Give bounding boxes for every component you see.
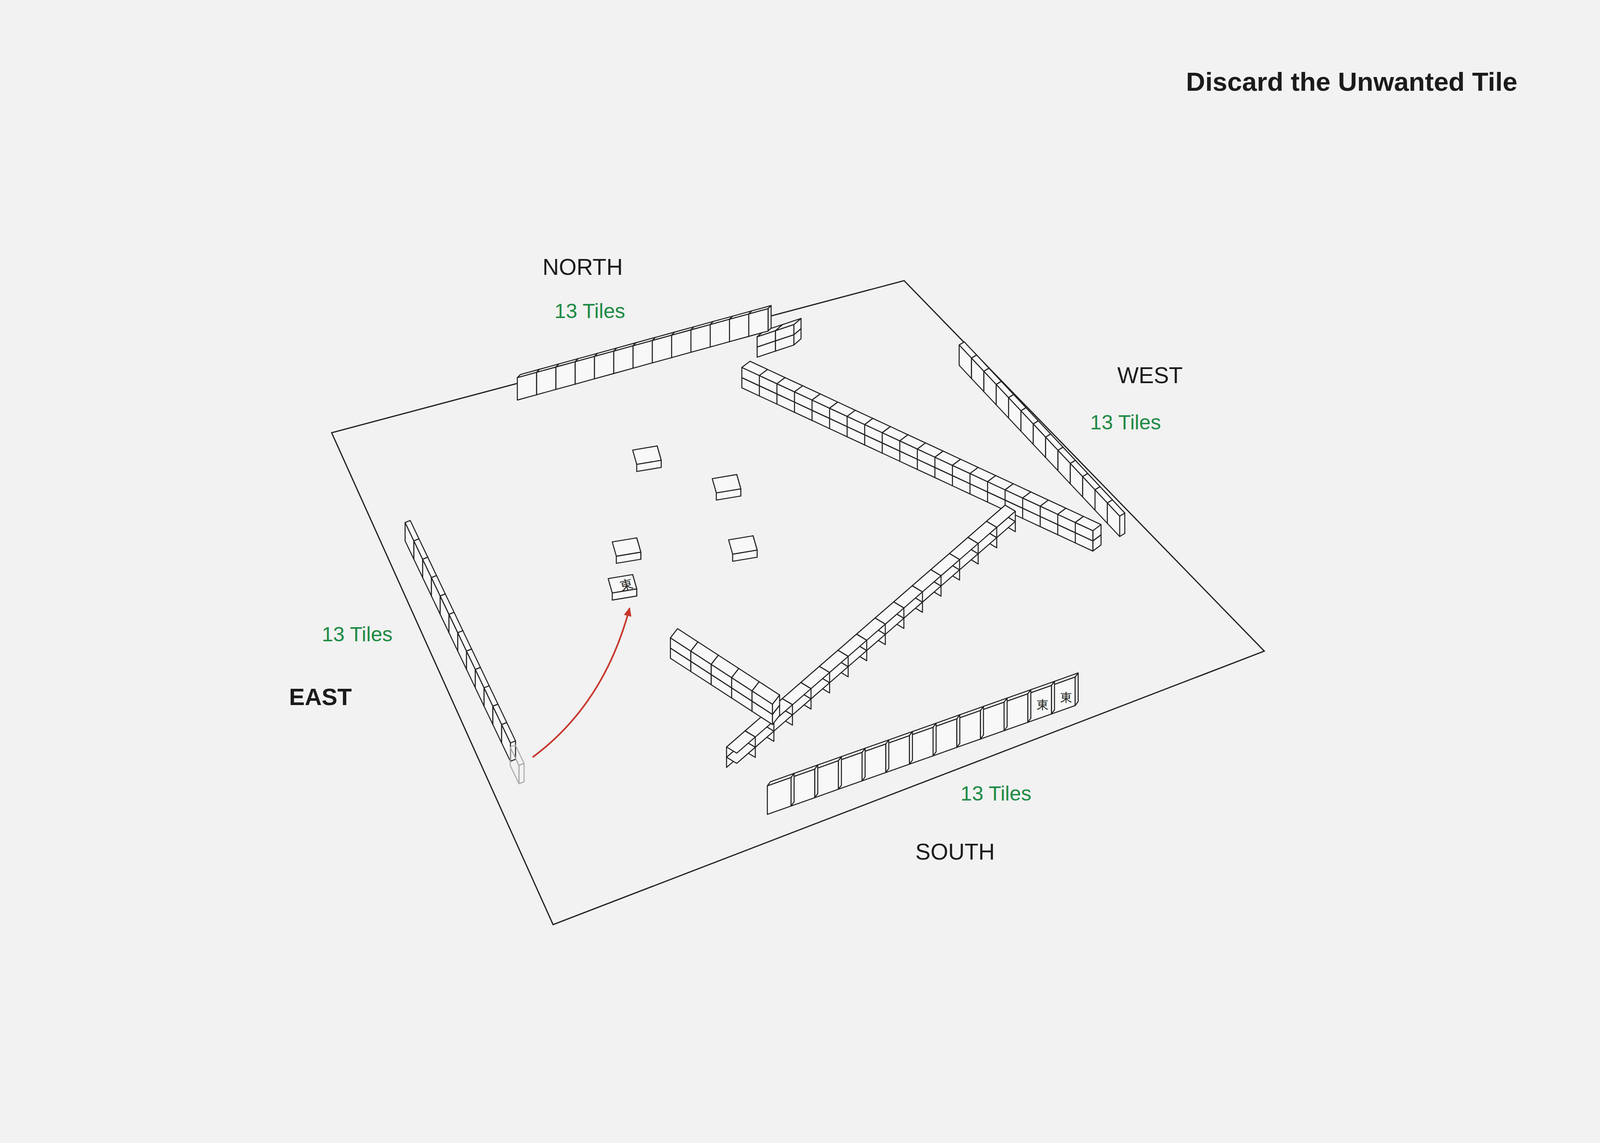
tile-face: [457, 630, 472, 652]
tile-face: [510, 744, 524, 766]
tile-face: [632, 446, 662, 465]
tile-group: [404, 305, 1125, 815]
tile-face: [775, 318, 802, 331]
tile-face: [1058, 447, 1076, 464]
tile-face: [791, 769, 815, 806]
tile-face: [862, 743, 886, 781]
tile-face: [440, 593, 454, 615]
title: Discard the Unwanted Tile: [1186, 67, 1518, 97]
tile-face: [510, 746, 520, 784]
table-outline: [331, 280, 1265, 925]
tile-face: [959, 342, 977, 359]
tile-face: [1027, 685, 1052, 723]
tile-glyph: 東: [618, 576, 635, 594]
tile-face: [838, 752, 863, 789]
tile-face: [1075, 516, 1101, 531]
tile-face: [791, 764, 818, 778]
tile-face: [518, 763, 524, 784]
tile-face: [1107, 499, 1125, 517]
direction-label: EAST: [288, 684, 352, 711]
tile-face: [1070, 460, 1089, 477]
tile-face: [1119, 512, 1125, 537]
tile-glyph: 東: [1060, 691, 1073, 705]
tile-count: 13 Tiles: [960, 782, 1032, 806]
tile-face: [1045, 434, 1064, 451]
tile-face: [728, 535, 758, 555]
tile-face: [996, 381, 1014, 398]
tile-face: [1004, 693, 1028, 731]
discard-arrow: [532, 608, 630, 758]
direction-label: WEST: [1117, 362, 1183, 388]
direction-label: SOUTH: [915, 839, 996, 865]
tile-face: [767, 773, 795, 786]
tile-face: [466, 648, 481, 670]
tile-face: [909, 727, 934, 765]
tile-face: [501, 722, 516, 744]
tile-face: [748, 305, 771, 315]
tile-face: [838, 748, 866, 761]
tile-face: [1082, 473, 1101, 490]
tile-face: [712, 474, 741, 494]
tile-face: [1033, 420, 1051, 438]
direction-label: NORTH: [542, 254, 623, 280]
tile-face: [862, 739, 889, 753]
tile-face: [484, 685, 498, 707]
tile-face: [980, 701, 1004, 739]
tile-glyph: 東: [1036, 698, 1049, 712]
tile-count: 13 Tiles: [1090, 411, 1161, 435]
tile-face: [413, 538, 428, 560]
tile-face: [1094, 486, 1113, 503]
tile-face: [475, 667, 489, 688]
tile-face: [510, 740, 516, 762]
tile-face: [933, 714, 960, 728]
tile-face: [980, 698, 1007, 711]
tile-face: [422, 557, 437, 578]
tile-face: [956, 706, 984, 719]
tile-face: [885, 735, 910, 773]
tile-face: [1051, 676, 1075, 714]
tile-face: [492, 704, 507, 725]
tile-face: [752, 681, 780, 704]
tile-face: [404, 520, 419, 542]
tile-count: 13 Tiles: [321, 623, 393, 646]
tile-face: [971, 354, 990, 372]
tile-face: [909, 722, 937, 736]
tile-face: [612, 537, 641, 557]
tile-face: [1004, 689, 1031, 702]
tile-face: [814, 760, 839, 798]
tile-face: [933, 718, 957, 756]
tile-face: [956, 710, 981, 748]
tile-face: [449, 612, 463, 633]
tile-face: [726, 730, 756, 753]
tile-face: [1027, 681, 1055, 694]
tile-face: [608, 574, 637, 593]
tile-face: [984, 368, 1002, 385]
tile-face: [1020, 407, 1039, 424]
tile-face: [814, 756, 842, 769]
tile-face: [1051, 672, 1078, 686]
tile-face: [431, 575, 446, 597]
tile-count: 13 Tiles: [554, 300, 625, 323]
tile-face: [885, 731, 913, 744]
tile-face: [1008, 394, 1027, 411]
